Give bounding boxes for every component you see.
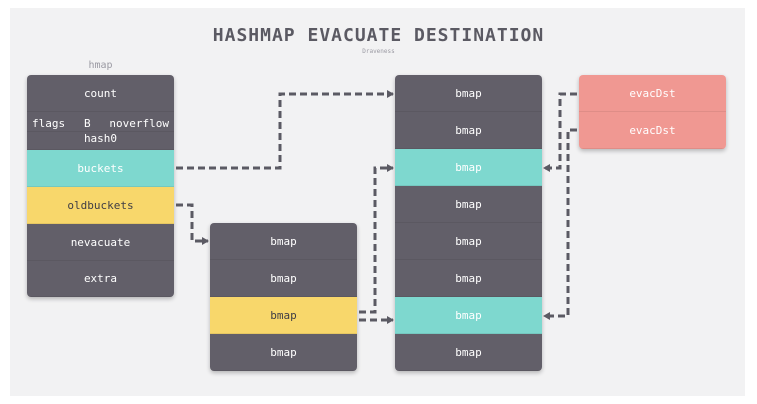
evac-dst-0: evacDst — [579, 75, 726, 112]
hmap-noverflow: noverflow — [109, 117, 169, 130]
hmap-nevacuate: nevacuate — [27, 224, 174, 261]
hmap-caption: hmap — [88, 60, 113, 71]
arrow-buckets-to-new — [176, 90, 394, 170]
hmap-oldbuckets: oldbuckets — [27, 187, 174, 224]
evac-dst-array: evacDst evacDst — [579, 75, 726, 149]
arrow-evac-y — [543, 128, 577, 320]
hmap-count: count — [27, 75, 174, 112]
old-bmap-3: bmap — [210, 334, 357, 371]
hmap-hash0: hash0 — [27, 132, 174, 150]
new-buckets-array: bmap bmap bmap bmap bmap bmap bmap bmap — [395, 75, 542, 371]
new-bmap-6: bmap — [395, 297, 542, 334]
hmap-flags: flags — [32, 117, 66, 130]
arrow-oldbuckets-to-old — [176, 203, 209, 245]
evac-dst-1: evacDst — [579, 112, 726, 149]
new-bmap-3: bmap — [395, 186, 542, 223]
hmap-flags-row: flags B noverflow — [27, 112, 174, 132]
arrow-old-to-new-x — [359, 164, 394, 314]
old-bmap-1: bmap — [210, 260, 357, 297]
new-bmap-1: bmap — [395, 112, 542, 149]
diagram-title: HASHMAP EVACUATE DESTINATION — [212, 25, 545, 46]
new-bmap-2: bmap — [395, 149, 542, 186]
hmap-buckets: buckets — [27, 150, 174, 187]
hmap-b: B — [83, 117, 91, 130]
old-buckets-array: bmap bmap bmap bmap — [210, 223, 357, 371]
new-bmap-5: bmap — [395, 260, 542, 297]
hmap-struct: count flags B noverflow hash0 buckets ol… — [27, 75, 174, 297]
new-bmap-4: bmap — [395, 223, 542, 260]
old-bmap-2: bmap — [210, 297, 357, 334]
old-bmap-0: bmap — [210, 223, 357, 260]
hmap-extra: extra — [27, 261, 174, 297]
diagram-subtitle: Draveness — [362, 48, 395, 55]
new-bmap-0: bmap — [395, 75, 542, 112]
new-bmap-7: bmap — [395, 334, 542, 371]
arrow-evac-x — [543, 92, 577, 172]
